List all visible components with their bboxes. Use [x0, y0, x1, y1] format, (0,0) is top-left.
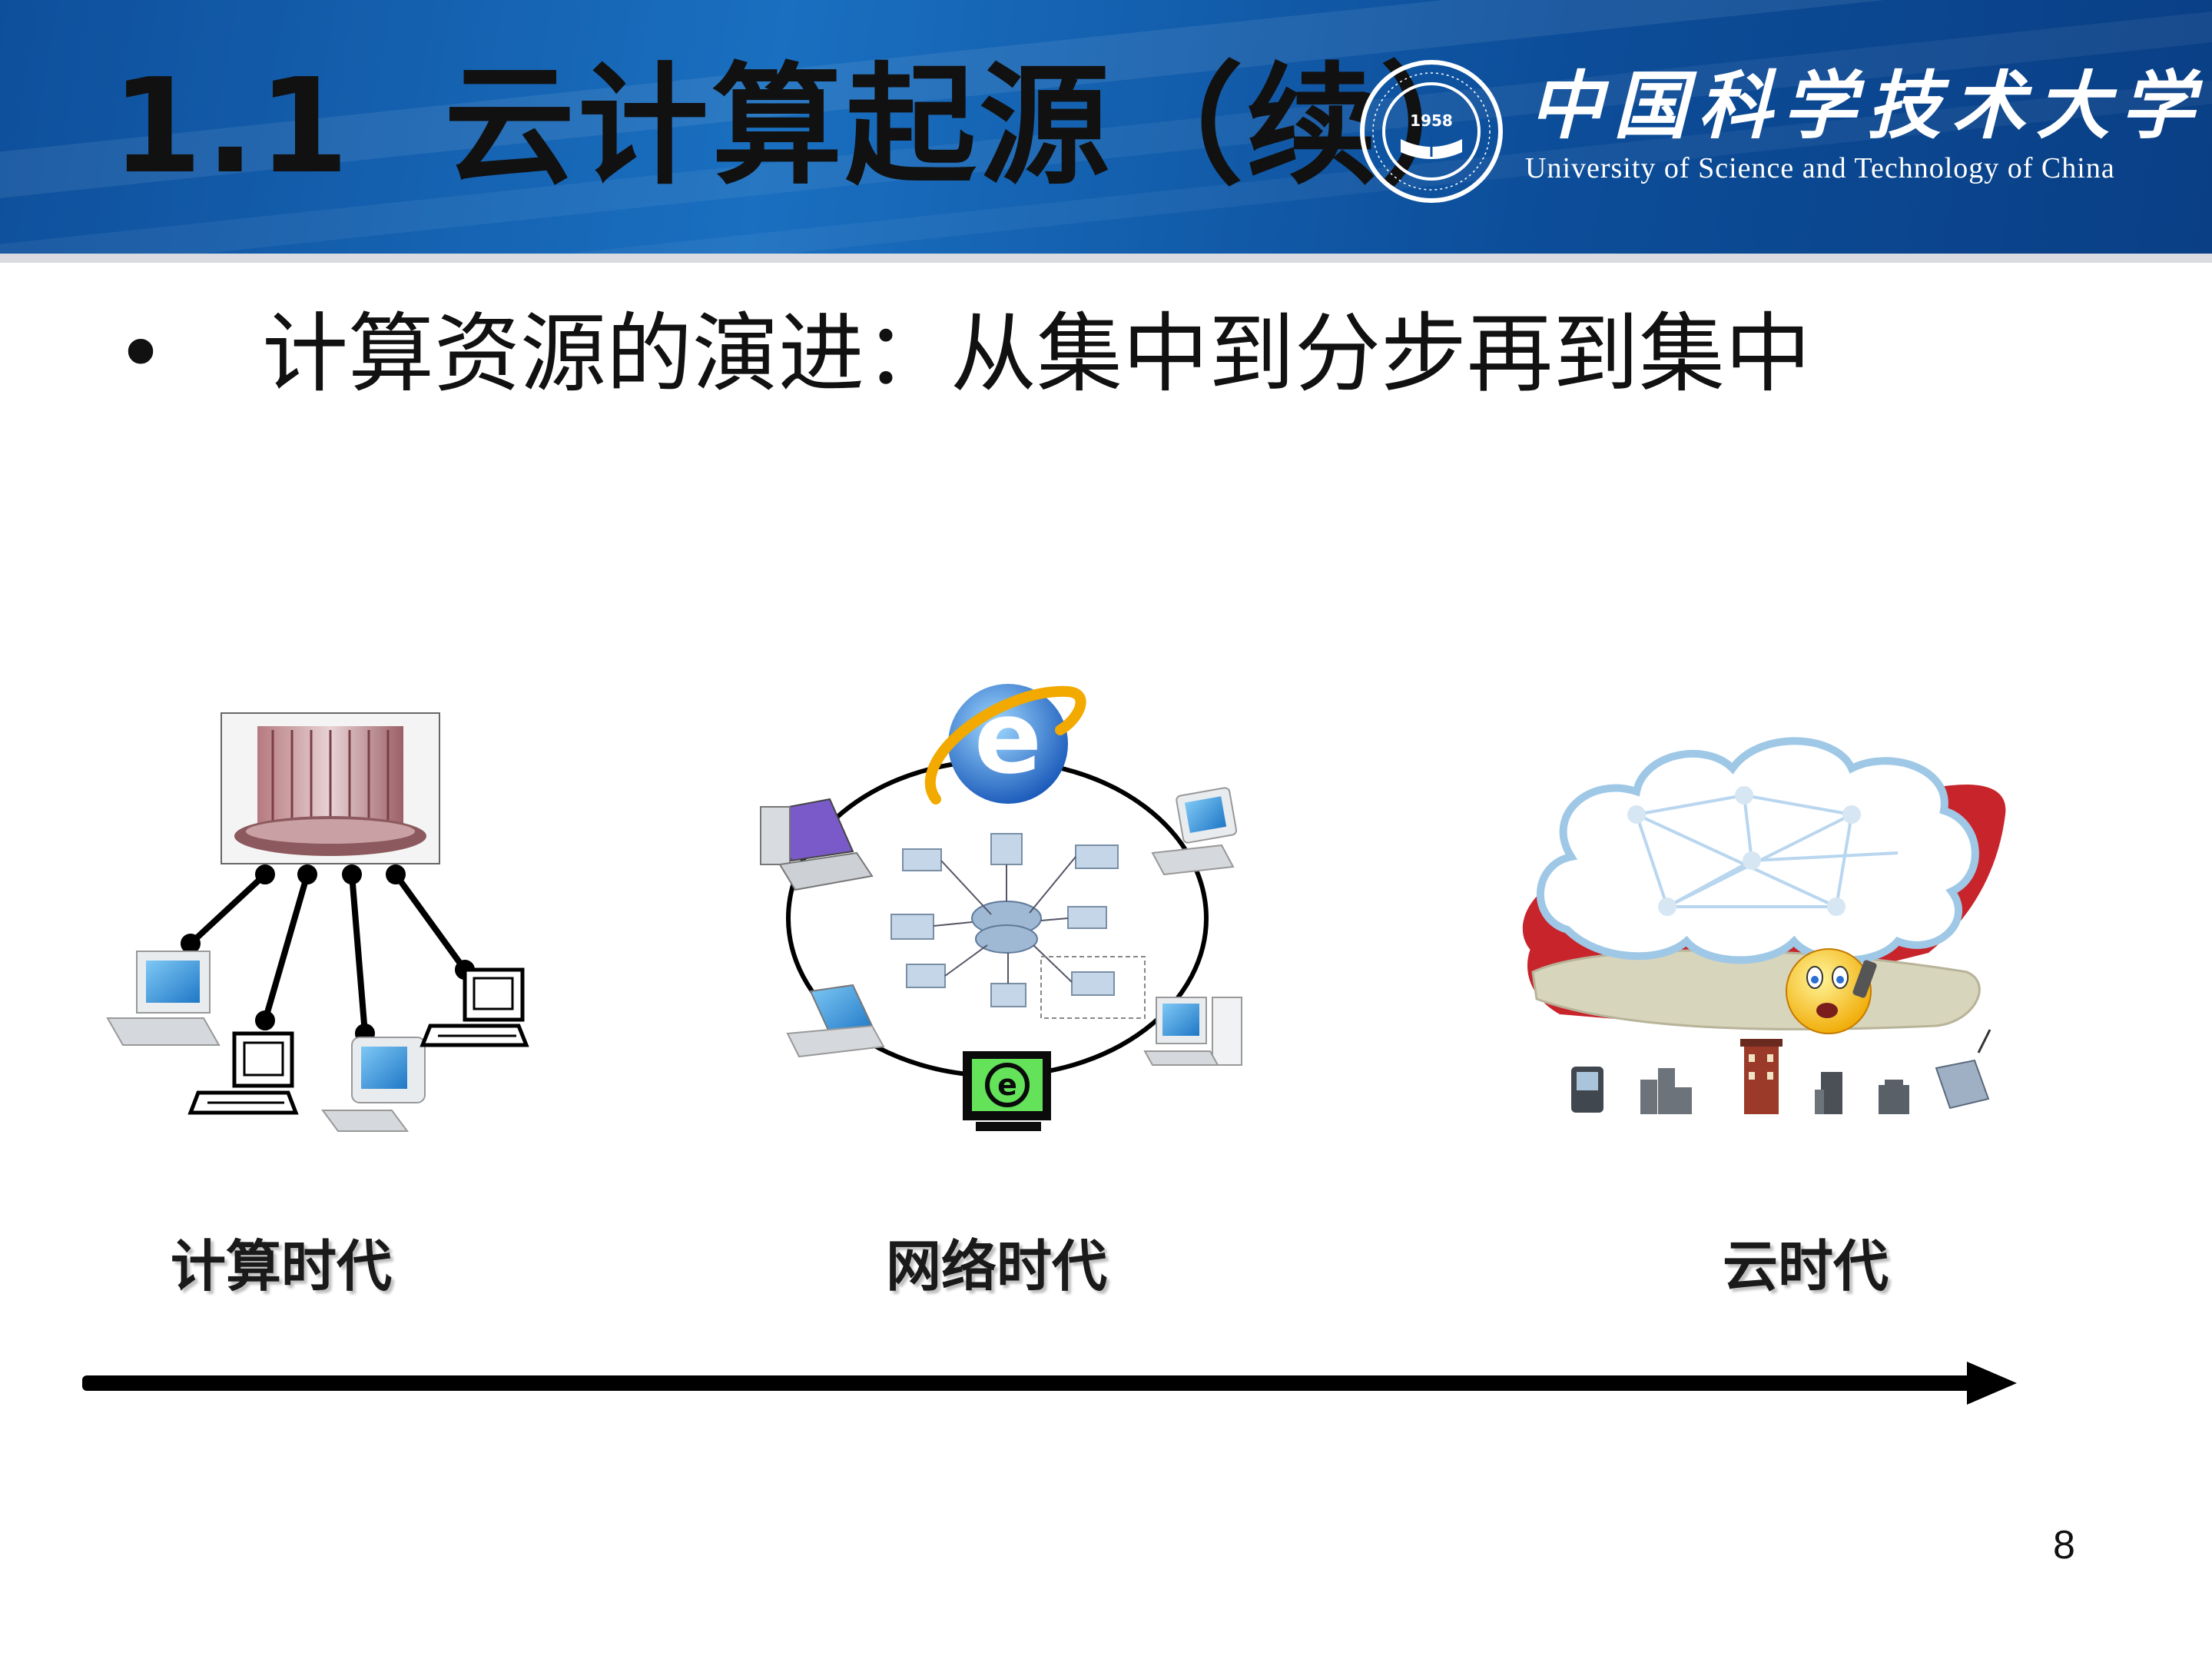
timeline-arrow [82, 1362, 2017, 1405]
terminal-icon [187, 1031, 299, 1115]
mainframe-icon [221, 712, 440, 864]
era-label-computing: 计算时代 [171, 1234, 393, 1299]
header-band [0, 0, 2212, 254]
crt-monitor-icon [321, 1037, 426, 1132]
bullet-item: •计算资源的演进：从集中到分步再到集中 [115, 311, 1811, 397]
university-name-cn: 中国科学技术大学 [1529, 62, 2205, 149]
svg-text:e: e [997, 1068, 1017, 1102]
terminal-icon-2 [420, 967, 529, 1047]
logo-year: 1958 [1410, 111, 1453, 130]
bullet-dot: • [115, 304, 167, 404]
bullet-text: 计算资源的演进：从集中到分步再到集中 [262, 304, 1812, 404]
internet-explorer-icon: e [924, 679, 1086, 805]
title-number: 1.1 [111, 51, 353, 203]
era-label-network: 网络时代 [886, 1234, 1108, 1299]
desktop-computer-icon [106, 951, 221, 1046]
monitor-icon-right-top [1151, 787, 1238, 876]
laptop-icon [786, 984, 885, 1058]
page-number: 8 [2053, 1523, 2075, 1568]
client-devices [1571, 1029, 1991, 1114]
university-name-en: University of Science and Technology of … [1525, 152, 2115, 184]
cloud-icon [1522, 737, 2006, 1030]
title-text: 云计算起源（续） [444, 51, 1514, 203]
era-label-cloud: 云时代 [1723, 1234, 1889, 1299]
university-logo-icon: 1958 [1360, 60, 1503, 203]
desktop-tower-icon [1143, 997, 1242, 1066]
header-divider [0, 254, 2212, 263]
mainframe-connections [181, 864, 475, 1044]
smiley-phone-icon [1786, 948, 1877, 1034]
laptop-icon-purple [760, 798, 874, 891]
network-diagram [786, 758, 1209, 1078]
web-terminal-icon: e [963, 1051, 1051, 1131]
